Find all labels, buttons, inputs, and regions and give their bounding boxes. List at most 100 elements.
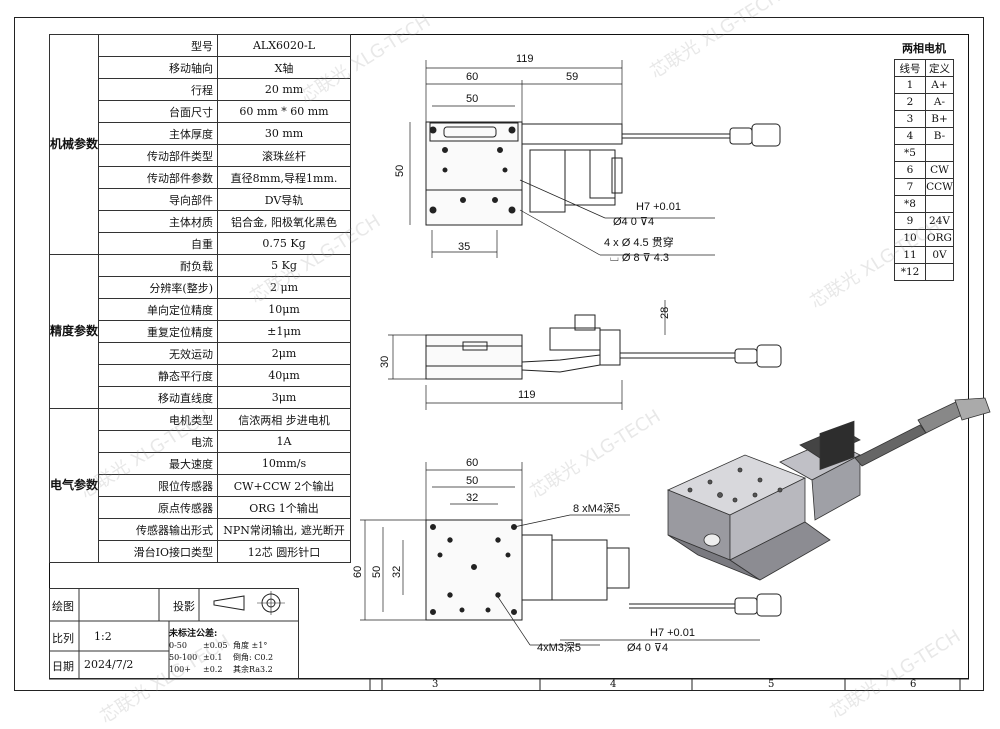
outer-border	[14, 17, 984, 691]
zone-6: 6	[910, 679, 917, 690]
spec-row: 分辨率(整步)2 μm	[50, 276, 352, 299]
spec-value: 滚珠丝杆	[217, 144, 352, 167]
dim-59: 59	[566, 71, 578, 83]
drawing-label: 绘图	[52, 600, 74, 613]
dim-28: 28	[659, 307, 671, 319]
spec-value: 10μm	[217, 298, 352, 321]
top-view	[425, 121, 781, 226]
spec-label: 传感器输出形式	[98, 518, 219, 541]
dim-60-vertical: 60	[352, 566, 364, 578]
spec-value: DV导轨	[217, 188, 352, 211]
date-value: 2024/7/2	[84, 658, 134, 671]
tolerance-row: 0-50 ±0.05 角度 ±1°	[169, 640, 283, 652]
spec-value: ALX6020-L	[217, 34, 352, 57]
tolerance-tol: ±0.05	[203, 641, 228, 650]
m3-callout: 4xM3深5	[537, 641, 581, 654]
spec-value: 3μm	[217, 386, 352, 409]
tolerance-tol: ±0.1	[203, 653, 223, 662]
spec-row: 电气参数电机类型信浓两相 步进电机	[48, 408, 352, 563]
motor-def: ORG	[925, 229, 954, 247]
top-view-dimensions	[409, 60, 715, 258]
spec-value: NPN常闭输出, 遮光断开	[217, 518, 352, 541]
dim-35: 35	[458, 241, 470, 253]
spec-label: 静态平行度	[98, 364, 219, 387]
spec-label: 单向定位精度	[98, 298, 219, 321]
zone-3: 3	[432, 679, 439, 690]
spec-value: ±1μm	[217, 320, 352, 343]
dim-60: 60	[466, 71, 478, 83]
spec-label: 移动轴向	[98, 56, 219, 79]
tolerance-range: 100+	[169, 665, 191, 674]
spec-value: CW+CCW 2个输出	[217, 474, 352, 497]
motor-row: *8	[894, 195, 954, 213]
dim-50-bottom: 50	[466, 475, 478, 487]
tolerance-range: 0-50	[169, 641, 187, 650]
m4-callout: 8 xM4深5	[573, 502, 620, 515]
dim-32: 32	[466, 492, 478, 504]
zone-5: 5	[768, 679, 775, 690]
scale-value: 1:2	[94, 630, 112, 643]
h7-note-1: H7 +0.01	[636, 201, 681, 213]
spec-label: 台面尺寸	[98, 100, 219, 123]
h7-note-2: H7 +0.01	[650, 627, 695, 639]
dim-50: 50	[466, 93, 478, 105]
dim-32-vertical: 32	[391, 566, 403, 578]
spec-value: 12芯 圆形针口	[217, 540, 352, 563]
motor-row: *12	[894, 263, 954, 281]
bore-note-1: Ø4 0 ⊽4	[613, 216, 654, 228]
motor-num: *12	[894, 263, 926, 281]
motor-def: 24V	[925, 212, 954, 230]
motor-def: CCW	[925, 178, 954, 196]
date-label: 日期	[52, 660, 74, 673]
motor-num: 11	[894, 246, 926, 264]
dim-119: 119	[516, 53, 534, 65]
motor-table-title: 两相电机	[902, 42, 946, 55]
projection-label: 投影	[173, 600, 195, 613]
tolerance-extra: 角度 ±1°	[233, 641, 268, 650]
spec-group-title: 精度参数	[48, 254, 100, 409]
bottom-view	[425, 519, 782, 621]
motor-def	[925, 263, 954, 281]
dim-50-vertical-bottom: 50	[371, 566, 383, 578]
tolerance-row: 50-100 ±0.1 倒角: C0.2	[169, 652, 283, 664]
projection-symbol-icon	[213, 591, 285, 615]
technical-drawings: 119 60 59 50 50 35 H7 +0.01 Ø4 0 ⊽4 4 x …	[49, 53, 991, 691]
tolerance-note: 未标注公差: 0-50 ±0.05 角度 ±1° 50-100 ±0.1 倒角: C0.2…	[169, 628, 283, 676]
spec-value: 信浓两相 步进电机	[217, 408, 352, 431]
spec-group-title: 机械参数	[48, 34, 100, 255]
spec-label: 原点传感器	[98, 496, 219, 519]
spec-label: 滑台IO接口类型	[98, 540, 219, 563]
zone-4: 4	[610, 679, 617, 690]
scale-label: 比列	[52, 632, 74, 645]
tolerance-tol: ±0.2	[203, 665, 223, 674]
spec-label: 型号	[98, 34, 219, 57]
spec-value: 60 mm * 60 mm	[217, 100, 352, 123]
motor-header-def: 定义	[925, 59, 954, 77]
spec-row: 重复定位精度±1μm	[50, 320, 352, 343]
tolerance-title: 未标注公差:	[169, 629, 218, 639]
tolerance-extra: 倒角: C0.2	[233, 653, 274, 662]
dim-50-vertical: 50	[394, 165, 406, 177]
tolerance-range: 50-100	[169, 653, 198, 662]
bore-note-2: Ø4 0 ⊽4	[627, 642, 668, 654]
